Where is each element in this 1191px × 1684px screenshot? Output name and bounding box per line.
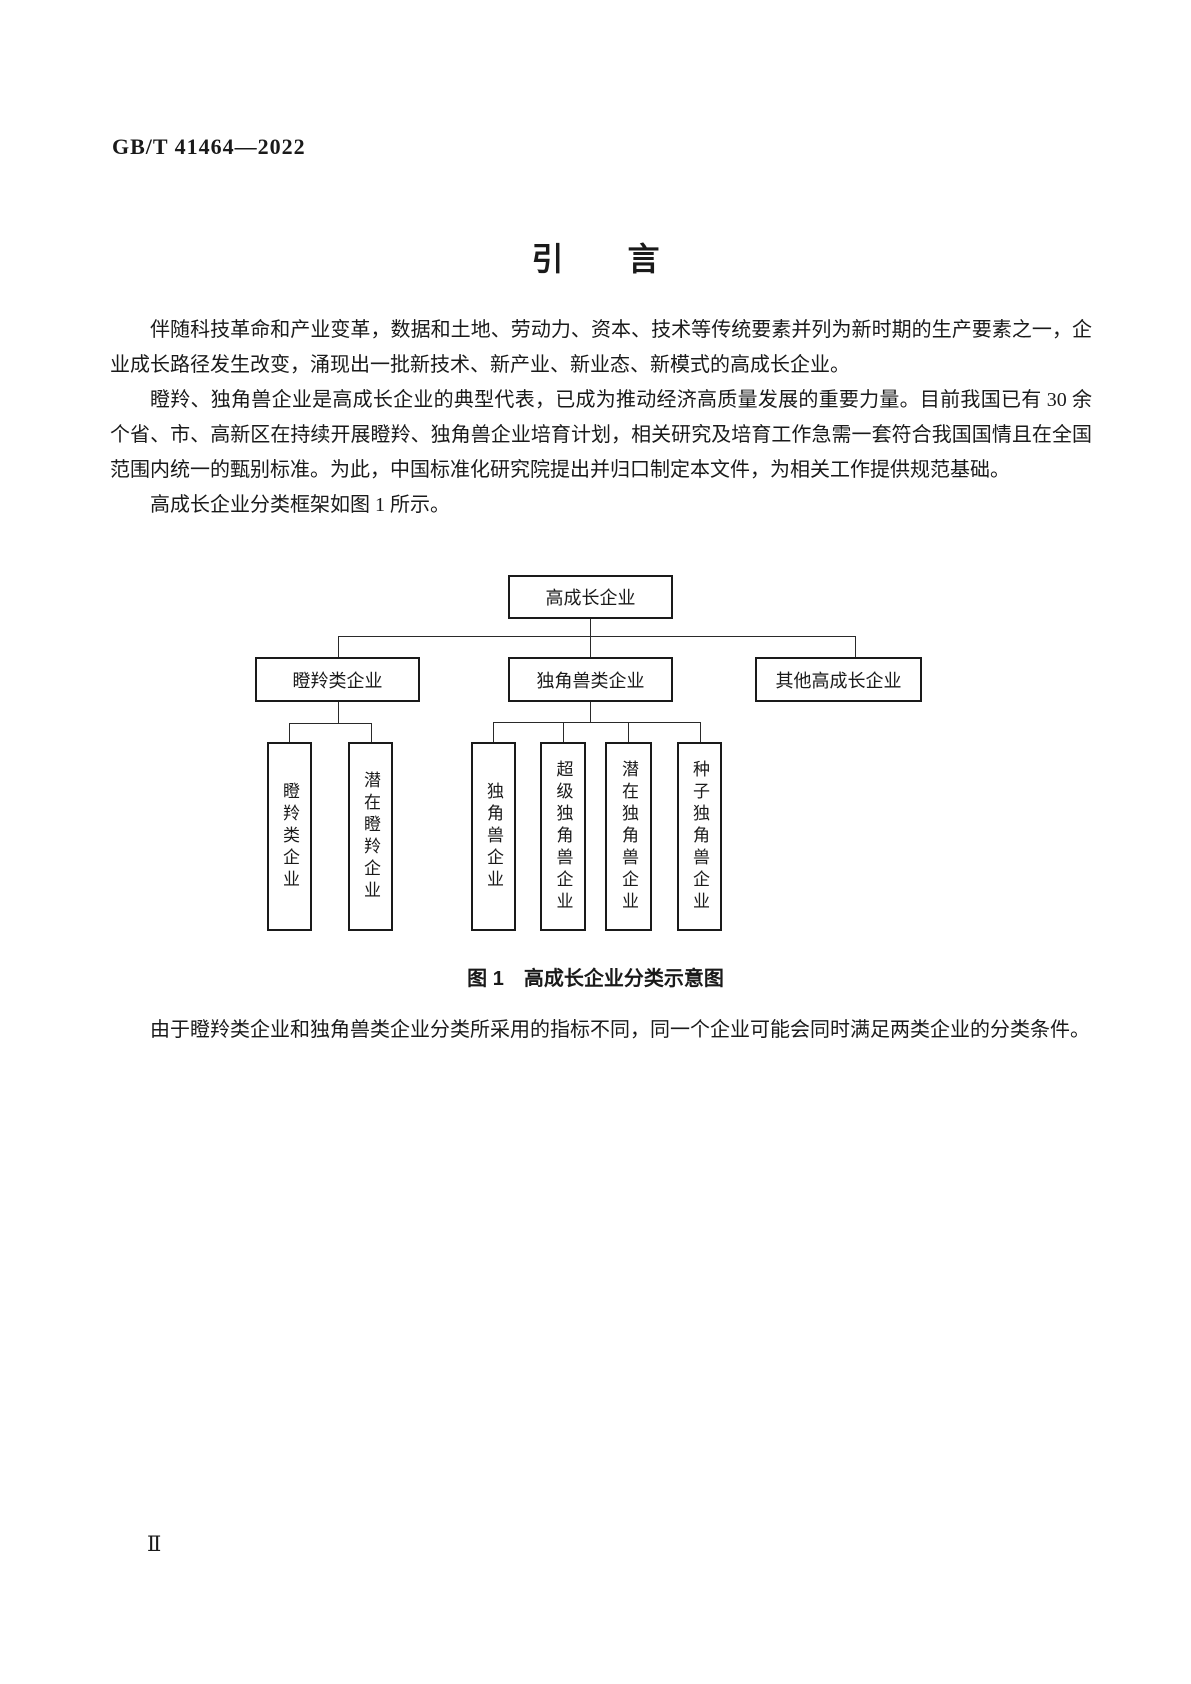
node-unicorn-category: 独角兽类企业 [508, 657, 673, 702]
figure-caption: 图 1 高成长企业分类示意图 [467, 968, 724, 990]
leaf-gazelle: 瞪羚类企业 [267, 742, 312, 931]
connector-gazelle-child2-drop [371, 723, 372, 742]
connector-gazelle-stem [338, 702, 339, 723]
page-number: Ⅱ [147, 1532, 162, 1556]
intro-paragraph-3: 高成长企业分类框架如图 1 所示。 [150, 494, 450, 516]
node-other-high-growth: 其他高成长企业 [755, 657, 922, 702]
connector-unicorn-child1-drop [493, 722, 494, 742]
intro-body: 伴随科技革命和产业变革，数据和土地、劳动力、资本、技术等传统要素并列为新时期的生… [110, 313, 1092, 523]
connector-gazelle-drop [338, 636, 339, 657]
closing-paragraph: 由于瞪羚类企业和独角兽类企业分类所采用的指标不同，同一个企业可能会同时满足两类企… [150, 1019, 1090, 1041]
doc-number: GB/T 41464—2022 [112, 134, 306, 159]
intro-title: 引 言 [531, 241, 660, 277]
connector-gazelle-rail [289, 723, 372, 724]
leaf-potential-gazelle: 潜在瞪羚企业 [348, 742, 393, 931]
connector-unicorn-child4-drop [700, 722, 701, 742]
connector-unicorn-child3-drop [628, 722, 629, 742]
node-root: 高成长企业 [508, 575, 673, 619]
connector-unicorn-child2-drop [563, 722, 564, 742]
leaf-unicorn: 独角兽企业 [471, 742, 516, 931]
connector-root-drop [590, 619, 591, 657]
figure-diagram: 高成长企业 瞪羚类企业 独角兽类企业 其他高成长企业 瞪羚类企业 潜在瞪羚企业 … [0, 575, 1191, 935]
connector-gazelle-child1-drop [289, 723, 290, 742]
connector-other-drop [855, 636, 856, 657]
connector-level2-rail [338, 636, 855, 637]
connector-unicorn-rail [493, 722, 700, 723]
node-gazelle-category: 瞪羚类企业 [255, 657, 420, 702]
leaf-super-unicorn: 超级独角兽企业 [540, 742, 586, 931]
connector-unicorn-stem [590, 702, 591, 722]
intro-paragraph-2: 瞪羚、独角兽企业是高成长企业的典型代表，已成为推动经济高质量发展的重要力量。目前… [110, 389, 1092, 481]
closing-body: 由于瞪羚类企业和独角兽类企业分类所采用的指标不同，同一个企业可能会同时满足两类企… [110, 1013, 1092, 1048]
leaf-potential-unicorn: 潜在独角兽企业 [605, 742, 652, 931]
intro-paragraph-1: 伴随科技革命和产业变革，数据和土地、劳动力、资本、技术等传统要素并列为新时期的生… [110, 319, 1092, 376]
leaf-seed-unicorn: 种子独角兽企业 [677, 742, 722, 931]
